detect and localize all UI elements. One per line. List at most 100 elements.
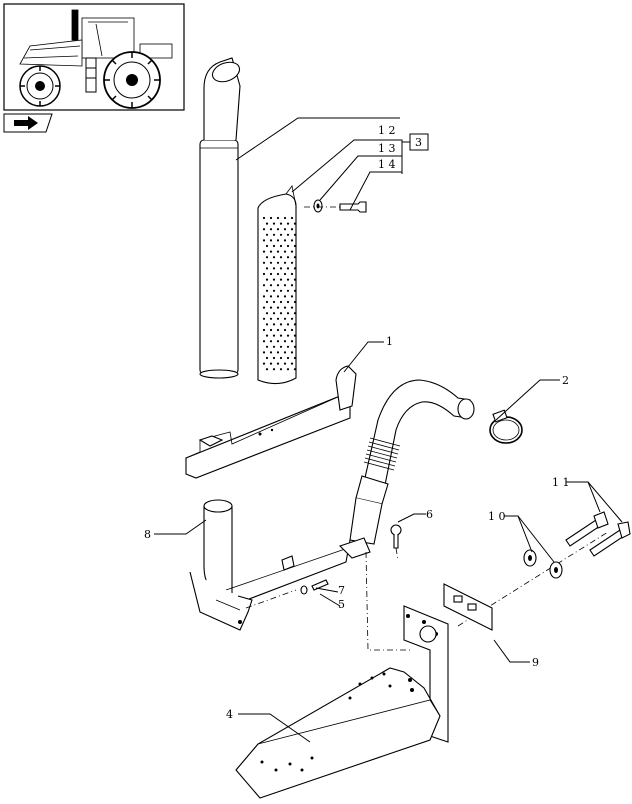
perforation-hole — [269, 340, 273, 343]
perforation-hole — [276, 328, 280, 332]
perforation-hole — [290, 351, 294, 354]
callout-13: 1 3 — [378, 142, 396, 155]
callout-9: 9 — [532, 656, 539, 669]
perforation-hole — [276, 340, 280, 343]
bolt-6 — [390, 524, 402, 549]
perforation-hole — [262, 272, 266, 276]
perforation-hole — [293, 289, 297, 292]
perforation-hole — [265, 233, 269, 236]
perforation-hole — [279, 345, 283, 348]
perforation-hole — [286, 256, 290, 259]
perforation-hole — [262, 317, 266, 320]
perforation-hole — [286, 289, 290, 292]
support-bracket — [235, 605, 449, 799]
callout-6: 6 — [426, 508, 433, 521]
perforation-hole — [262, 261, 266, 264]
washer-13 — [313, 199, 323, 213]
perforation-hole — [262, 228, 266, 231]
perforation-hole — [276, 306, 280, 309]
perforation-hole — [279, 289, 283, 292]
perforation-hole — [286, 300, 290, 304]
callout-5: 5 — [338, 598, 345, 611]
perforation-hole — [293, 244, 297, 248]
perforation-hole — [276, 362, 280, 365]
perforation-hole — [262, 295, 266, 298]
heat-shield-perforations — [262, 216, 297, 371]
perforation-hole — [262, 362, 266, 365]
perforation-hole — [272, 368, 276, 371]
perforation-hole — [272, 300, 276, 304]
perforation-hole — [293, 278, 297, 281]
washers-10 — [523, 549, 563, 579]
perforation-hole — [283, 272, 287, 276]
perforation-hole — [290, 295, 294, 298]
perforation-hole — [269, 272, 273, 276]
perforation-hole — [272, 334, 276, 337]
callout-12: 1 2 — [378, 124, 396, 137]
perforation-hole — [290, 362, 294, 365]
perforation-hole — [283, 295, 287, 298]
mounting-plate — [443, 583, 493, 631]
perforation-hole — [272, 312, 276, 315]
bolt-7 — [300, 579, 329, 595]
perforation-hole — [269, 317, 273, 320]
perforation-hole — [286, 345, 290, 348]
callout-11: 1 1 — [552, 476, 570, 489]
perforation-hole — [286, 334, 290, 337]
callout-10: 1 0 — [488, 510, 506, 523]
perforation-hole — [276, 351, 280, 354]
tail-pipe — [199, 57, 241, 379]
callout-labels: 1 2 1 3 1 4 3 1 2 8 6 7 5 9 1 0 1 1 4 — [144, 124, 570, 721]
perforation-hole — [272, 222, 276, 225]
callout-1: 1 — [386, 335, 393, 348]
perforation-hole — [283, 362, 287, 365]
perforation-hole — [279, 334, 283, 337]
nav-arrow-icon[interactable] — [3, 113, 53, 133]
perforation-hole — [286, 267, 290, 270]
perforation-hole — [279, 267, 283, 270]
perforation-hole — [272, 289, 276, 292]
bolts-11 — [565, 511, 631, 557]
perforation-hole — [272, 233, 276, 236]
perforation-hole — [290, 239, 294, 242]
perforation-hole — [279, 323, 283, 326]
bolt-14 — [304, 201, 367, 213]
perforation-hole — [286, 312, 290, 315]
perforation-hole — [286, 278, 290, 281]
perforation-hole — [293, 312, 297, 315]
perforation-hole — [276, 272, 280, 276]
perforation-hole — [290, 284, 294, 287]
perforation-hole — [293, 323, 297, 326]
perforation-hole — [290, 228, 294, 231]
perforation-hole — [293, 300, 297, 304]
callout-8: 8 — [144, 528, 151, 541]
perforation-hole — [272, 244, 276, 248]
upper-bracket — [185, 365, 357, 479]
callout-3: 3 — [415, 136, 422, 149]
perforation-hole — [272, 323, 276, 326]
perforation-hole — [269, 228, 273, 231]
perforation-hole — [276, 216, 280, 220]
perforation-hole — [265, 312, 269, 315]
perforation-hole — [265, 256, 269, 259]
perforation-hole — [276, 228, 280, 231]
perforation-hole — [262, 239, 266, 242]
perforation-hole — [276, 239, 280, 242]
perforation-hole — [276, 317, 280, 320]
perforation-hole — [293, 256, 297, 259]
perforation-hole — [283, 228, 287, 231]
perforation-hole — [283, 306, 287, 309]
perforation-hole — [272, 256, 276, 259]
perforation-hole — [262, 216, 266, 220]
perforation-hole — [286, 356, 290, 360]
callout-14: 1 4 — [378, 158, 396, 171]
hose-clamp — [489, 409, 523, 444]
perforation-hole — [283, 239, 287, 242]
callout-4: 4 — [226, 708, 233, 721]
callout-7: 7 — [338, 584, 345, 597]
perforation-hole — [262, 250, 266, 253]
perforation-hole — [283, 317, 287, 320]
perforation-hole — [283, 340, 287, 343]
leader-lines — [154, 117, 623, 743]
